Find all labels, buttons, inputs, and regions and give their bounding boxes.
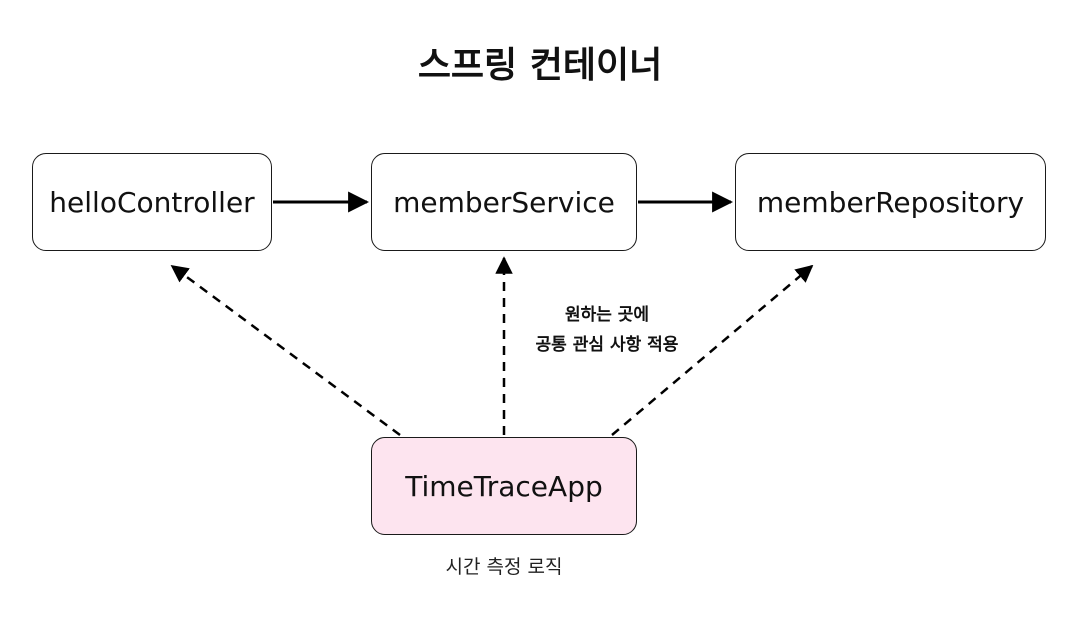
node-time-trace-app-label: TimeTraceApp xyxy=(405,469,603,503)
time-trace-caption: 시간 측정 로직 xyxy=(445,556,563,578)
node-hello-controller: helloController xyxy=(32,153,272,251)
node-member-service-label: memberService xyxy=(393,185,615,219)
node-time-trace-app: TimeTraceApp xyxy=(371,437,637,535)
aop-annotation: 원하는 곳에 공통 관심 사항 적용 xyxy=(497,300,717,360)
aop-annotation-line2: 공통 관심 사항 적용 xyxy=(535,335,679,355)
node-hello-controller-label: helloController xyxy=(49,185,255,219)
aop-edge-to-controller xyxy=(170,264,401,437)
aop-annotation-line1: 원하는 곳에 xyxy=(564,305,650,325)
aop-edge-to-repository xyxy=(611,264,814,436)
node-member-repository-label: memberRepository xyxy=(756,185,1025,219)
diagram-title: 스프링 컨테이너 xyxy=(417,45,663,86)
node-member-service: memberService xyxy=(371,153,637,251)
node-member-repository: memberRepository xyxy=(735,153,1046,251)
